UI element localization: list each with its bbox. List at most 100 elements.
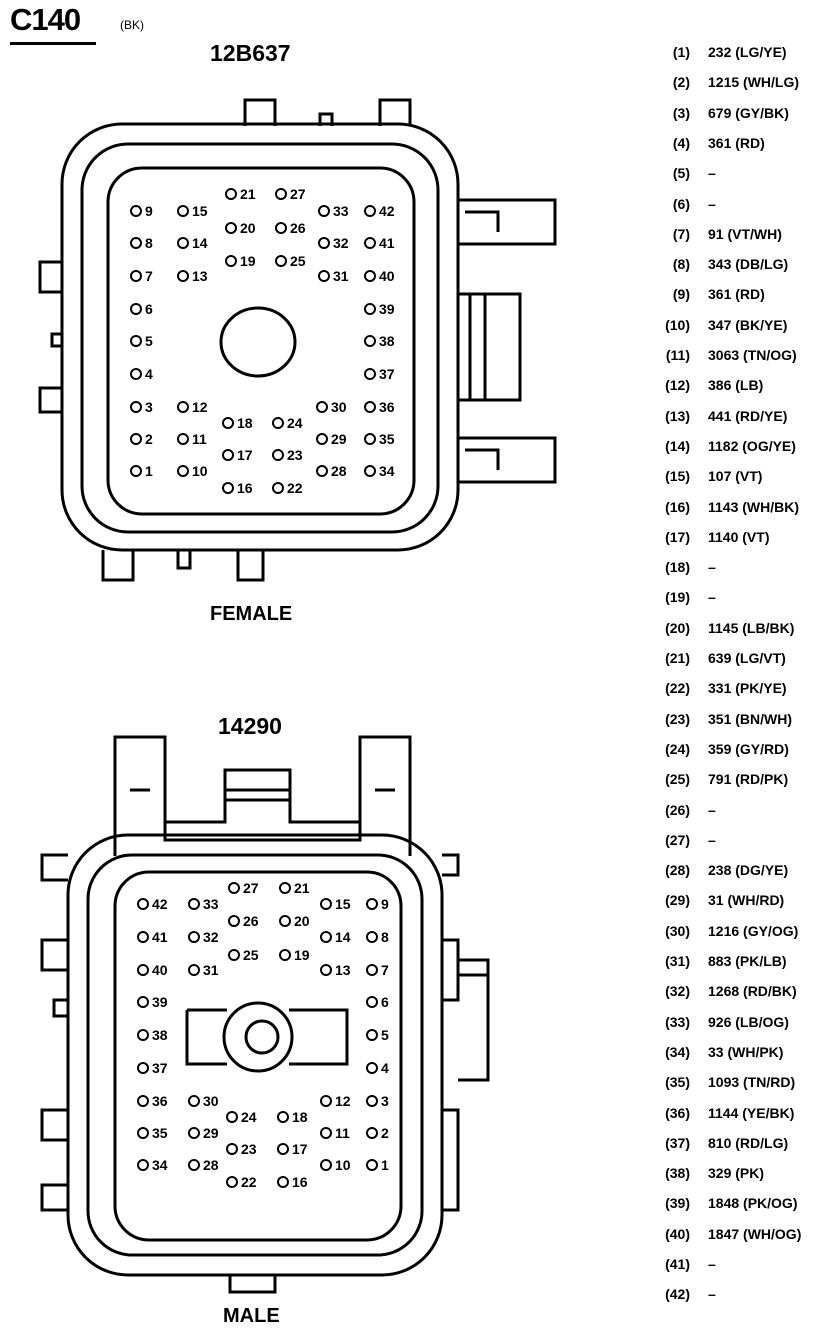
pin-number: (40) (665, 1225, 690, 1242)
pin-circuit: 361 (RD) (708, 134, 765, 151)
pin-cavity-label: 29 (203, 1125, 219, 1141)
pin-circuit: 1145 (LB/BK) (708, 619, 795, 636)
pin-circuit: 1182 (OG/YE) (708, 437, 796, 454)
pin-number: (2) (672, 74, 690, 91)
pin-cavity-label: 2 (145, 431, 153, 447)
pin-cavity-label: 2 (381, 1125, 389, 1141)
pin-number: (5) (672, 165, 690, 182)
pin-cavity (222, 449, 234, 461)
pin-circuit: 347 (BK/YE) (708, 316, 788, 333)
pin-cavity-label: 18 (292, 1109, 308, 1125)
pin-cavity-label: 26 (243, 913, 259, 929)
pin-circuit: 810 (RD/LG) (708, 1134, 789, 1151)
pin-cavity (364, 465, 376, 477)
pin-cavity (366, 964, 378, 976)
pin-circuit: 31 (WH/RD) (708, 892, 785, 909)
pin-cavity-label: 33 (203, 896, 219, 912)
pin-number: (12) (665, 377, 690, 394)
pin-cavity (177, 237, 189, 249)
pin-circuit: 329 (PK) (708, 1165, 765, 1182)
pin-number: (24) (665, 740, 690, 757)
pin-cavity (177, 270, 189, 282)
connector-id: C140 (10, 2, 81, 37)
pin-cavity (137, 1095, 149, 1107)
pin-number: (25) (665, 771, 690, 788)
pin-number: (3) (672, 104, 690, 121)
pin-cavity-label: 11 (192, 431, 207, 447)
pin-cavity (318, 270, 330, 282)
pin-cavity-label: 15 (335, 896, 351, 912)
pin-cavity-label: 41 (152, 929, 168, 945)
pin-cavity (320, 1095, 332, 1107)
pin-cavity (177, 433, 189, 445)
pin-cavity-label: 33 (333, 203, 349, 219)
pin-cavity-label: 24 (241, 1109, 257, 1125)
pin-cavity (366, 931, 378, 943)
pin-cavity-label: 41 (379, 235, 395, 251)
pin-cavity (188, 1095, 200, 1107)
pin-number: (42) (665, 1286, 690, 1303)
pin-number: (20) (665, 619, 690, 636)
pin-circuit: 1215 (WH/LG) (708, 74, 800, 91)
pin-number: (31) (665, 953, 690, 969)
pin-cavity-label: 17 (292, 1141, 308, 1157)
pin-cavity-label: 24 (287, 415, 303, 431)
pin-cavity (228, 915, 240, 927)
pin-cavity (366, 1095, 378, 1107)
pin-cavity-label: 13 (192, 268, 208, 284)
pin-number: (27) (665, 831, 690, 848)
pin-cavity-label: 28 (203, 1157, 219, 1173)
pin-cavity (320, 1159, 332, 1171)
pin-cavity-label: 1 (145, 463, 153, 479)
pin-cavity-label: 38 (379, 333, 395, 349)
pin-cavity-label: 42 (152, 896, 168, 912)
pin-circuit: 359 (GY/RD) (708, 740, 789, 757)
pin-cavity-label: 36 (379, 399, 395, 415)
pin-number: (22) (665, 680, 690, 697)
pin-cavity (226, 1143, 238, 1155)
pin-cavity (320, 898, 332, 910)
pin-cavity-label: 39 (152, 994, 168, 1010)
pin-cavity (366, 996, 378, 1008)
pin-cavity-label: 40 (152, 962, 168, 978)
pin-cavity-label: 9 (381, 896, 389, 912)
pin-cavity (316, 433, 328, 445)
pin-cavity-label: 6 (381, 994, 389, 1010)
pin-cavity-label: 25 (243, 947, 259, 963)
pin-circuit: 1847 (WH/OG) (708, 1225, 802, 1242)
pin-cavity (364, 237, 376, 249)
pin-number: (18) (665, 559, 690, 576)
pin-cavity-label: 5 (145, 333, 153, 349)
female-label: FEMALE (210, 603, 293, 625)
pin-cavity (225, 222, 237, 234)
pin-cavity (130, 433, 142, 445)
pin-number: (7) (672, 225, 690, 242)
pin-number: (38) (665, 1165, 690, 1182)
pin-cavity-label: 4 (381, 1060, 389, 1076)
pin-cavity-label: 8 (145, 235, 153, 251)
pin-cavity-label: 31 (333, 268, 349, 284)
pin-cavity (177, 205, 189, 217)
pin-number: (6) (672, 195, 690, 212)
pin-cavity-label: 27 (290, 186, 306, 202)
pin-cavity (130, 368, 142, 380)
pin-cavity-label: 31 (203, 962, 219, 978)
pin-cavity (137, 1159, 149, 1171)
pin-cavity (188, 1127, 200, 1139)
pin-cavity (272, 449, 284, 461)
pin-cavity-label: 34 (379, 463, 395, 479)
pin-cavity-label: 11 (335, 1125, 350, 1141)
pin-number: (29) (665, 892, 690, 909)
pin-cavity-label: 16 (237, 480, 253, 496)
pin-cavity (275, 255, 287, 267)
pin-cavity (226, 1111, 238, 1123)
pin-circuit: 679 (GY/BK) (708, 104, 789, 121)
pin-number: (14) (665, 437, 690, 454)
pin-circuit: 107 (VT) (708, 468, 763, 485)
pin-cavity (228, 949, 240, 961)
pin-cavity-label: 3 (145, 399, 153, 415)
pin-circuit: 351 (BN/WH) (708, 710, 793, 727)
pin-number: (1) (672, 44, 690, 60)
pin-cavity (130, 303, 142, 315)
